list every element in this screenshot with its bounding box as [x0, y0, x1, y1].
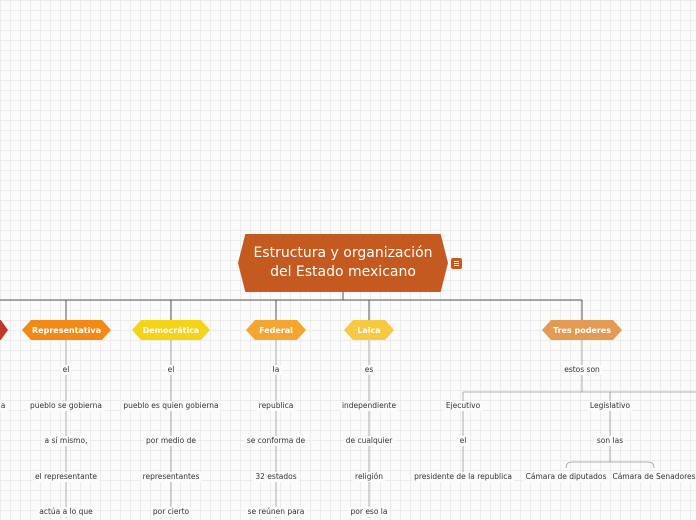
federal-step: 32 estados — [253, 472, 299, 482]
federal-step: se conforma de — [244, 436, 308, 446]
tres-poderes-sub: estos son — [562, 365, 602, 375]
representativa-step: actúa a lo que — [37, 507, 95, 517]
camara-senadores[interactable]: Cámara de Senadores — [610, 472, 696, 482]
node-laica[interactable]: Laica — [344, 320, 394, 340]
root-title-line1: Estructura y organización — [253, 245, 433, 261]
node-representativa[interactable]: Representativa — [22, 320, 111, 340]
node-tres-poderes[interactable]: Tres poderes — [542, 320, 622, 340]
federal-step: republica — [256, 401, 296, 411]
root-title-line2: del Estado mexicano — [270, 264, 416, 280]
node-democratica-label: Democrática — [142, 325, 200, 335]
representativa-step: el — [60, 365, 72, 375]
ejecutivo-step: el — [457, 436, 469, 446]
node-democratica[interactable]: Democrática — [132, 320, 210, 340]
representativa-step: pueblo se gobierna — [28, 401, 104, 411]
ejecutivo-node[interactable]: Ejecutivo — [443, 401, 483, 411]
federal-step: se reúnen para — [245, 507, 307, 517]
laica-step: religión — [353, 472, 385, 482]
left-cut-text: a — [0, 401, 8, 411]
legislativo-sub: son las — [594, 436, 626, 446]
democratica-step: representantes — [140, 472, 202, 482]
representativa-step: el representante — [32, 472, 100, 482]
federal-step: la — [270, 365, 282, 375]
node-representativa-label: Representativa — [32, 325, 101, 335]
node-laica-label: Laica — [357, 325, 381, 335]
node-federal[interactable]: Federal — [246, 320, 306, 340]
laica-step: por eso la — [348, 507, 390, 517]
note-icon[interactable] — [451, 258, 462, 269]
camara-diputados[interactable]: Cámara de diputados — [523, 472, 609, 482]
democratica-step: pueblo es quien gobierna — [121, 401, 221, 411]
laica-step: independiente — [339, 401, 399, 411]
representativa-step: a sí mismo, — [42, 436, 90, 446]
ejecutivo-step: presidente de la republica — [412, 472, 514, 482]
laica-step: de cualquier — [343, 436, 395, 446]
legislativo-node[interactable]: Legislativo — [587, 401, 633, 411]
node-tres-poderes-label: Tres poderes — [552, 325, 611, 335]
democratica-step: por cierto — [150, 507, 192, 517]
democratica-step: el — [165, 365, 177, 375]
root-node-title[interactable]: Estructura y organización del Estado mex… — [238, 234, 448, 292]
node-federal-label: Federal — [259, 325, 293, 335]
democratica-step: por medio de — [144, 436, 198, 446]
left-cut-node[interactable] — [0, 320, 8, 340]
laica-step: es — [362, 365, 376, 375]
